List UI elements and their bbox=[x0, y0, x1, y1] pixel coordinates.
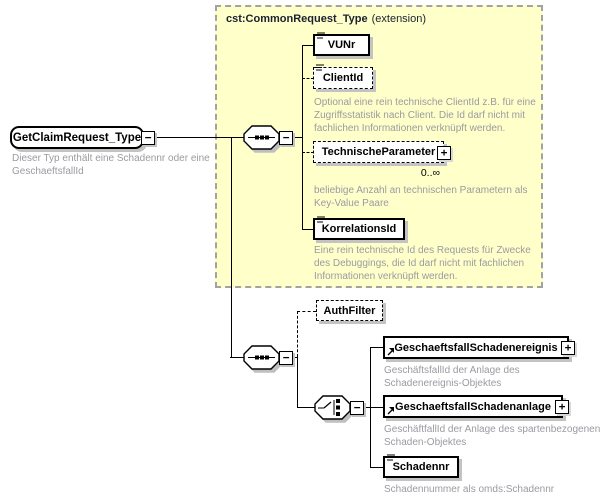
element-geschaeftsfall-schadenanlage[interactable]: GeschaeftsfallSchadenanlage + bbox=[383, 395, 569, 418]
connector-seq2-out bbox=[291, 357, 298, 358]
annotation-schadenanlage: GeschäftfallId der Anlage des spartenbez… bbox=[384, 424, 601, 448]
connector-to-korrelationsid bbox=[302, 229, 314, 230]
expand-plus-icon[interactable]: + bbox=[437, 146, 451, 160]
annotation-clientid: Optional eine rein technische ClientId z… bbox=[314, 97, 536, 134]
expand-plus-icon[interactable]: + bbox=[561, 341, 575, 355]
connector-to-schadenanlage bbox=[370, 407, 383, 408]
element-label: Schadennr bbox=[392, 461, 450, 473]
element-label: KorrelationsId bbox=[321, 223, 397, 235]
connector-branch-to-seq2 bbox=[230, 357, 244, 358]
element-label: TechnischeParameter bbox=[321, 146, 436, 158]
connector-to-technischeparameter bbox=[302, 152, 314, 153]
document-lines-icon bbox=[317, 32, 325, 39]
element-label: ClientId bbox=[322, 72, 364, 84]
extension-title-name: cst:CommonRequest_Type bbox=[226, 13, 368, 25]
annotation-technische-parameter: beliebige Anzahl an technischen Paramete… bbox=[314, 185, 528, 209]
reference-arrow-icon bbox=[387, 348, 394, 356]
connector-to-vunr bbox=[302, 45, 314, 46]
connector-to-schadenereignis bbox=[370, 347, 383, 348]
element-schadennr[interactable]: Schadennr bbox=[383, 454, 459, 478]
element-geschaeftsfall-schadenereignis[interactable]: GeschaeftsfallSchadenereignis + bbox=[383, 336, 575, 359]
connector-authfilter-vertical bbox=[297, 311, 298, 357]
connector-seq1-out bbox=[291, 137, 303, 138]
collapse-minus-icon[interactable]: − bbox=[141, 131, 155, 145]
sequence-icon[interactable] bbox=[243, 125, 281, 150]
expand-plus-icon[interactable]: + bbox=[555, 400, 569, 414]
document-lines-icon bbox=[317, 216, 325, 223]
annotation-schadennr: Schadennummer als omds:Schadennr bbox=[384, 484, 555, 495]
extension-title-suffix: (extension) bbox=[371, 13, 427, 25]
sequence-icon[interactable] bbox=[243, 345, 281, 370]
element-getclaimrequest-type[interactable]: GetClaimRequest_Type bbox=[10, 126, 144, 149]
element-technische-parameter[interactable]: TechnischeParameter + bbox=[313, 141, 451, 163]
connector-to-choice-vertical bbox=[297, 357, 298, 407]
choice-icon[interactable] bbox=[314, 395, 352, 420]
connector-seq1-spine bbox=[302, 45, 303, 230]
element-authfilter[interactable]: AuthFilter bbox=[316, 300, 383, 321]
connector-branch-vertical bbox=[231, 137, 232, 358]
element-label: GeschaeftsfallSchadenereignis bbox=[394, 341, 558, 354]
reference-arrow-icon bbox=[387, 407, 394, 415]
element-label: GeschaeftsfallSchadenanlage bbox=[395, 400, 551, 413]
occurs-label: 0..∞ bbox=[420, 167, 440, 179]
element-label: GetClaimRequest_Type bbox=[12, 131, 142, 144]
element-label: AuthFilter bbox=[323, 304, 376, 317]
extension-title: cst:CommonRequest_Type(extension) bbox=[226, 13, 426, 25]
element-clientid[interactable]: ClientId bbox=[313, 64, 373, 89]
document-lines-icon bbox=[387, 454, 395, 461]
annotation-root: Dieser Typ enthält eine Schadennr oder e… bbox=[12, 153, 210, 177]
collapse-minus-icon[interactable]: − bbox=[279, 351, 293, 365]
connector-root-to-sequence bbox=[152, 137, 244, 138]
annotation-schadenereignis: GeschäftsfallId der Anlage des Schadener… bbox=[384, 365, 520, 389]
annotation-korrelationsid: Eine rein technische Id des Requests für… bbox=[314, 245, 531, 282]
collapse-minus-icon[interactable]: − bbox=[350, 401, 364, 415]
element-label: VUNr bbox=[327, 39, 356, 51]
element-korrelationsid[interactable]: KorrelationsId bbox=[313, 216, 405, 240]
collapse-minus-icon[interactable]: − bbox=[279, 131, 293, 145]
element-vunr[interactable]: VUNr bbox=[313, 32, 370, 56]
connector-to-choice bbox=[297, 407, 315, 408]
connector-choice-out bbox=[362, 407, 371, 408]
connector-to-schadennr bbox=[370, 467, 383, 468]
connector-to-clientid bbox=[302, 78, 314, 79]
document-lines-icon bbox=[316, 64, 324, 71]
connector-to-authfilter bbox=[297, 311, 316, 312]
